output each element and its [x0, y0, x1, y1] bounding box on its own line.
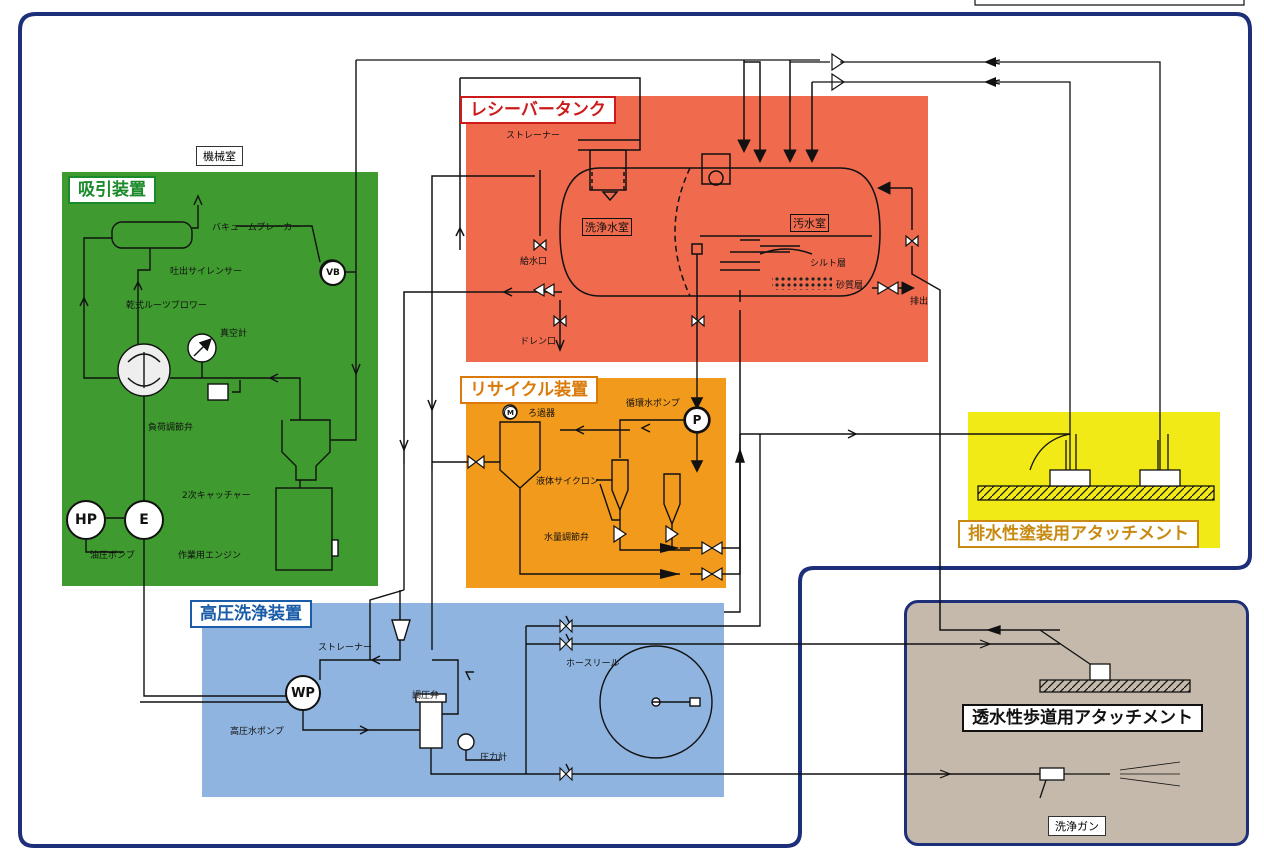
- wp-symbol: WP: [285, 675, 321, 711]
- receiver-title: レシーバータンク: [460, 96, 616, 124]
- circulation-pump-label: 循環水ポンプ: [626, 399, 680, 409]
- pressure-gauge-label: 圧力計: [480, 753, 508, 763]
- clean-chamber-label: 洗浄水室: [582, 218, 632, 236]
- filter-label: ろ過器: [528, 409, 556, 419]
- cyclone-label: 液体サイクロン: [536, 477, 599, 487]
- flow-valve-label: 水量調節弁: [544, 533, 590, 543]
- vb-symbol: VB: [320, 260, 346, 286]
- permeable-attachment-title: 透水性歩道用アタッチメント: [962, 704, 1203, 732]
- regulator-label: 調圧弁: [412, 691, 440, 701]
- vacuum-breaker-label: バキュームブレーカー: [212, 223, 302, 233]
- silt-label: シルト層: [810, 259, 847, 269]
- catcher-label: 2次キャッチャー: [182, 491, 251, 501]
- receiver-strainer-label: ストレーナー: [506, 131, 561, 141]
- silencer-label: 吐出サイレンサー: [170, 267, 243, 277]
- high-pressure-title: 高圧洗浄装置: [190, 600, 312, 628]
- sand-label: 砂質層: [836, 281, 864, 291]
- engine-label: 作業用エンジン: [178, 551, 242, 561]
- pump-symbol: P: [684, 407, 710, 433]
- recycle-title: リサイクル装置: [460, 376, 599, 404]
- hp-pump-label: 高圧水ポンプ: [230, 727, 284, 737]
- hp-strainer-label: ストレーナー: [318, 643, 373, 653]
- wash-gun-label: 洗浄ガン: [1048, 816, 1106, 836]
- outer-boundary: [18, 12, 1252, 848]
- machine-room-label: 機械室: [196, 146, 243, 166]
- drainage-attachment-title: 排水性塗装用アタッチメント: [958, 520, 1199, 548]
- hose-reel-label: ホースリール: [566, 659, 620, 669]
- motor-symbol: M: [504, 406, 517, 419]
- sewage-chamber-label: 汚水室: [790, 214, 829, 232]
- relief-valve-label: 負荷調節弁: [148, 423, 194, 433]
- blower-label: 乾式ルーツブロワー: [126, 301, 207, 311]
- vacuum-gauge-label: 真空計: [220, 329, 248, 339]
- hydraulic-pump-label: 油圧ポンプ: [90, 551, 135, 561]
- hp-symbol: HP: [66, 500, 106, 540]
- water-supply-label: 給水口: [520, 257, 548, 267]
- discharge-label: 排出: [910, 297, 929, 307]
- suction-zone: [62, 172, 378, 586]
- engine-symbol: E: [124, 500, 164, 540]
- suction-title: 吸引装置: [68, 176, 156, 204]
- drain-label: ドレン口: [520, 337, 557, 347]
